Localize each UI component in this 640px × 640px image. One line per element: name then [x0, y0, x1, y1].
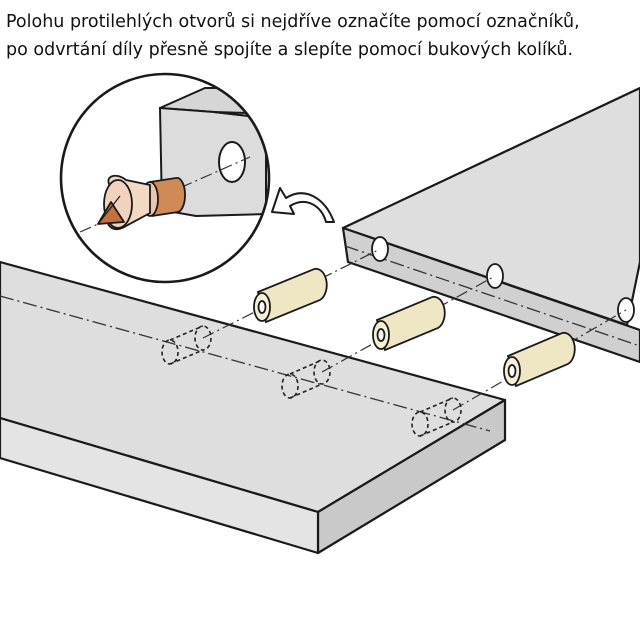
board-hole [371, 236, 635, 323]
right-board [341, 86, 640, 364]
left-board-side-edge [0, 416, 320, 555]
detail-magnifier [59, 72, 271, 284]
hidden-hole [281, 359, 331, 399]
caption-line-1: Polohu protilehlých otvorů si nejdříve o… [6, 12, 580, 32]
detail-hole [218, 141, 246, 183]
caption-line-2: po odvrtání díly přesně spojíte a slepít… [6, 40, 574, 60]
hidden-hole [161, 325, 212, 365]
left-board [0, 260, 507, 555]
left-board-center-line [0, 295, 491, 432]
curved-arrow-icon [271, 187, 335, 223]
hidden-hole [411, 397, 462, 437]
dowel-marker-icon [97, 174, 186, 231]
right-board-center-line [344, 245, 640, 347]
caption: Polohu protilehlých otvorů si nejdříve o… [6, 8, 634, 64]
wooden-dowel-icon [253, 267, 328, 324]
wooden-dowel-icon [372, 295, 446, 352]
wooden-dowel-icon [503, 331, 576, 388]
